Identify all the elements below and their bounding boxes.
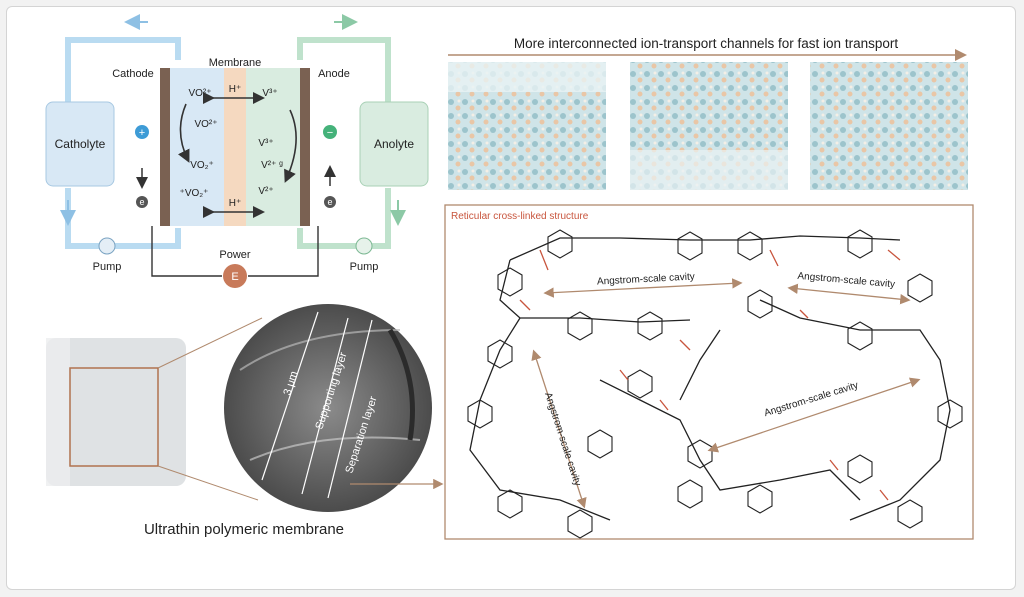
species-vo2-plus-2: ⁺VO₂⁺ — [180, 188, 209, 199]
cavity-arrow-2 — [787, 283, 911, 305]
anolyte-label: Anolyte — [374, 137, 414, 151]
species-v2plus-1: V²⁺ ᵍ — [261, 160, 283, 171]
anolyte-tank — [359, 101, 429, 187]
electron-icon-left — [136, 196, 148, 208]
catholyte-label: Catholyte — [55, 137, 106, 151]
membrane-layer — [224, 68, 246, 226]
positive-terminal-icon — [135, 125, 149, 139]
positive-sign: + — [139, 127, 145, 139]
power-label: Power — [219, 249, 251, 261]
structure-title: Reticular cross-linked structure — [451, 211, 589, 222]
catholyte-pipe-bottom — [65, 188, 100, 249]
cathode-label: Cathode — [112, 68, 154, 80]
cavity-arrow-3 — [531, 349, 587, 509]
pump-label-left: Pump — [93, 261, 122, 273]
species-v2plus-2: V²⁺ — [258, 186, 273, 197]
catholyte-tank — [45, 101, 115, 187]
catholyte-pipe-top — [65, 37, 181, 104]
sem-micrograph — [224, 304, 432, 512]
flow-battery-diagram: Catholyte Anolyte Cathode Membrane Anode… — [45, 14, 429, 288]
proton-label-top: H⁺ — [229, 84, 242, 95]
negative-terminal-icon — [323, 125, 337, 139]
membrane-photo — [46, 338, 186, 486]
pump-icon-right — [355, 237, 373, 255]
anode-label: Anode — [318, 68, 350, 80]
membrane-view: 3 μm Supporting layer Separation layer U… — [46, 304, 444, 538]
electron-label-left: e — [139, 197, 144, 207]
power-source-icon — [223, 264, 247, 288]
ion-channel-panel: More interconnected ion-transport channe… — [448, 36, 968, 190]
species-v3plus-2: V³⁺ — [258, 138, 273, 149]
anolyte-pipe-bottom — [372, 188, 391, 249]
membrane-caption: Ultrathin polymeric membrane — [144, 521, 344, 538]
power-symbol: E — [231, 271, 238, 283]
pump-label-right: Pump — [350, 261, 379, 273]
zoom-box — [69, 367, 159, 467]
pump-icon-left — [98, 237, 116, 255]
crosslink-bonds — [519, 249, 901, 501]
species-vo2plus-1: VO²⁺ — [188, 88, 211, 99]
electron-label-right: e — [327, 197, 332, 207]
anolyte-pipe-top — [297, 37, 391, 104]
species-v3plus-1: V³⁺ — [262, 88, 277, 99]
membrane-label: Membrane — [209, 57, 262, 69]
proton-label-bottom: H⁺ — [229, 198, 242, 209]
cavity-arrow-4 — [707, 377, 921, 453]
cavity-label-1: Angstrom-scale cavity — [597, 271, 695, 287]
polymer-network — [469, 235, 951, 521]
channel-image-3 — [810, 62, 968, 190]
species-vo2plus-2: VO²⁺ — [194, 119, 217, 130]
circuit-wire — [151, 226, 222, 277]
aromatic-rings — [467, 229, 963, 539]
reticular-structure-panel: Reticular cross-linked structure — [444, 204, 974, 540]
species-vo2-plus-1: VO₂⁺ — [190, 160, 214, 171]
channels-title: More interconnected ion-transport channe… — [514, 36, 898, 51]
anode-electrode — [300, 68, 310, 226]
cavity-arrow-1 — [543, 278, 743, 298]
electron-icon-right — [324, 196, 336, 208]
cathode-electrode — [160, 68, 170, 226]
negative-sign: − — [327, 127, 333, 139]
